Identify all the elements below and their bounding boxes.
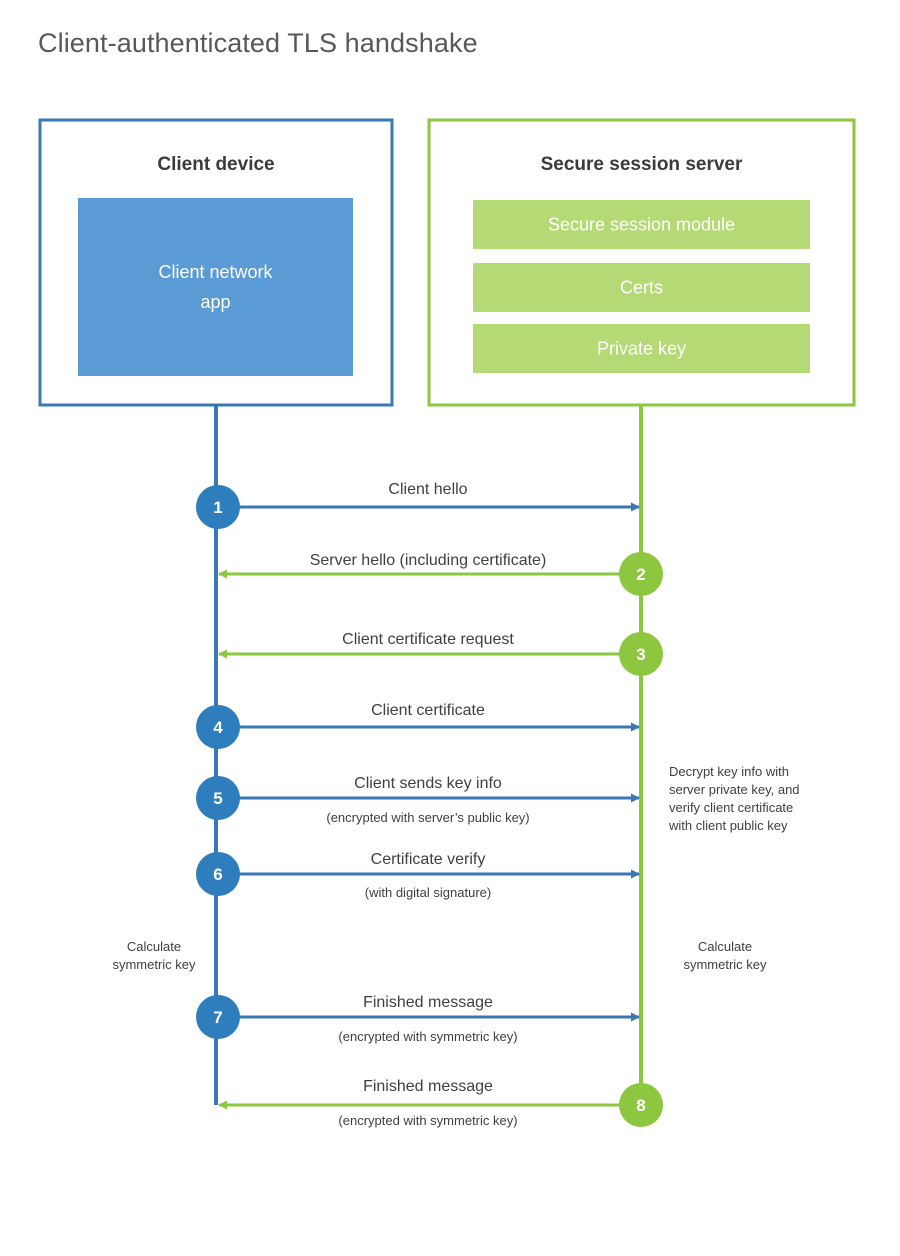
message-sublabel-8: (encrypted with symmetric key) bbox=[338, 1113, 517, 1128]
step-number-1: 1 bbox=[213, 498, 222, 517]
message-step-3: 3 Client certificate request bbox=[218, 631, 663, 676]
step-circle-7[interactable] bbox=[196, 995, 240, 1039]
participant-title-client: Client device bbox=[157, 154, 274, 175]
message-label-1: Client hello bbox=[388, 481, 467, 498]
step-circle-8[interactable] bbox=[619, 1083, 663, 1127]
client-symmetric-key-note-line-1: symmetric key bbox=[112, 957, 196, 972]
message-sublabel-6: (with digital signature) bbox=[365, 885, 491, 900]
step-number-5: 5 bbox=[213, 789, 222, 808]
message-label-2: Server hello (including certificate) bbox=[310, 552, 547, 569]
step-number-4: 4 bbox=[213, 718, 223, 737]
step-number-2: 2 bbox=[636, 565, 645, 584]
inner-block-label-server-0: Secure session module bbox=[548, 215, 735, 235]
message-label-6: Certificate verify bbox=[371, 851, 486, 868]
message-label-7: Finished message bbox=[363, 994, 493, 1011]
inner-block-server-2 bbox=[473, 324, 810, 373]
page-title: Client-authenticated TLS handshake bbox=[38, 28, 478, 58]
message-label-4: Client certificate bbox=[371, 702, 485, 719]
message-step-4: 4 Client certificate bbox=[196, 702, 640, 749]
server-decrypt-note-line-2: verify client certificate bbox=[669, 800, 793, 815]
step-number-3: 3 bbox=[636, 645, 645, 664]
message-step-2: 2 Server hello (including certificate) bbox=[218, 552, 663, 596]
message-label-5: Client sends key info bbox=[354, 775, 502, 792]
step-number-8: 8 bbox=[636, 1096, 645, 1115]
server-symmetric-key-note-line-1: symmetric key bbox=[683, 957, 767, 972]
message-label-8: Finished message bbox=[363, 1078, 493, 1095]
notes-layer: Decrypt key info with server private key,… bbox=[112, 764, 799, 972]
step-circle-1[interactable] bbox=[196, 485, 240, 529]
server-decrypt-note: Decrypt key info with server private key,… bbox=[668, 764, 800, 833]
server-symmetric-key-note-line-0: Calculate bbox=[698, 939, 752, 954]
server-decrypt-note-line-3: with client public key bbox=[668, 818, 788, 833]
message-step-5: 5 Client sends key info (encrypted with se… bbox=[196, 775, 640, 825]
step-circle-3[interactable] bbox=[619, 632, 663, 676]
messages-layer: 1 Client hello 2 Server hello (including ce… bbox=[196, 481, 663, 1128]
inner-block-server-1 bbox=[473, 263, 810, 312]
message-step-8: 8 Finished message (encrypted with symmetr… bbox=[218, 1078, 663, 1128]
inner-block-server-0 bbox=[473, 200, 810, 249]
participant-title-server: Secure session server bbox=[541, 154, 743, 175]
inner-block-label-server-1: Certs bbox=[620, 278, 663, 298]
message-sublabel-5: (encrypted with server’s public key) bbox=[326, 810, 529, 825]
step-circle-6[interactable] bbox=[196, 852, 240, 896]
step-circle-5[interactable] bbox=[196, 776, 240, 820]
message-label-3: Client certificate request bbox=[342, 631, 514, 648]
message-sublabel-7: (encrypted with symmetric key) bbox=[338, 1029, 517, 1044]
client-symmetric-key-note: Calculate symmetric key bbox=[112, 939, 196, 972]
server-decrypt-note-line-1: server private key, and bbox=[669, 782, 800, 797]
message-step-7: 7 Finished message (encrypted with symmetr… bbox=[196, 994, 640, 1044]
server-decrypt-note-line-0: Decrypt key info with bbox=[669, 764, 789, 779]
step-number-6: 6 bbox=[213, 865, 222, 884]
step-number-7: 7 bbox=[213, 1008, 222, 1027]
inner-block-client-0 bbox=[78, 198, 353, 376]
step-circle-4[interactable] bbox=[196, 705, 240, 749]
server-symmetric-key-note: Calculate symmetric key bbox=[683, 939, 767, 972]
message-step-6: 6 Certificate verify (with digital signatu… bbox=[196, 851, 640, 900]
message-step-1: 1 Client hello bbox=[196, 481, 640, 529]
inner-block-label-server-2: Private key bbox=[597, 339, 686, 359]
step-circle-2[interactable] bbox=[619, 552, 663, 596]
client-symmetric-key-note-line-0: Calculate bbox=[127, 939, 181, 954]
